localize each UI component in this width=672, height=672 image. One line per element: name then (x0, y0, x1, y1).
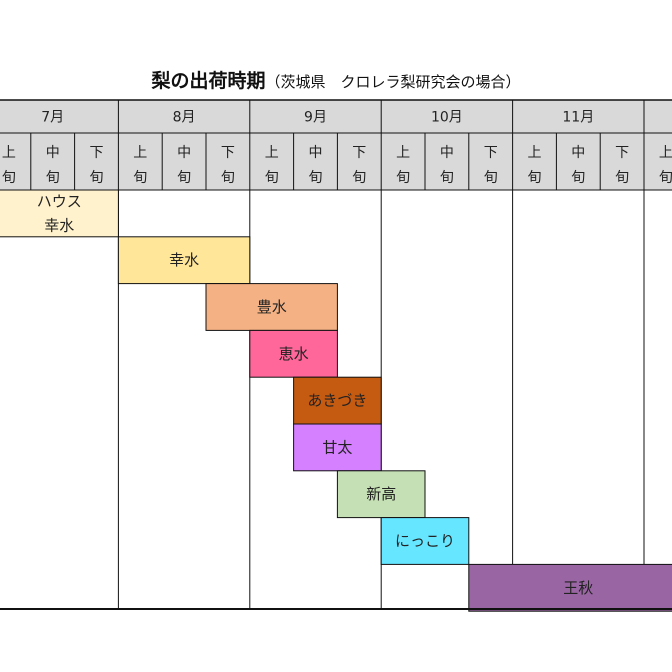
bar-label-line: 恵水 (279, 345, 309, 363)
period-label-bottom: 旬 (133, 170, 147, 186)
bar-4 (293, 376, 382, 425)
period-label-top: 中 (46, 145, 60, 161)
period-label-top: 中 (309, 145, 323, 161)
bar-label-line: あきづき (307, 392, 367, 410)
period-label-top: 中 (571, 145, 585, 161)
period-label-top: 上 (133, 145, 147, 161)
period-label-bottom: 旬 (484, 170, 498, 186)
period-label-top: 上 (659, 145, 672, 161)
period-label-top: 下 (352, 145, 366, 161)
period-label-bottom: 旬 (571, 170, 585, 186)
period-label-bottom: 旬 (309, 170, 323, 186)
period-label-top: 下 (484, 145, 498, 161)
bar-label: にっこり (395, 532, 455, 550)
bar-label: 新高 (366, 485, 396, 503)
period-label-bottom: 旬 (265, 170, 279, 186)
bar-label: あきづき (307, 392, 367, 410)
period-label-bottom: 旬 (528, 170, 542, 186)
period-label-top: 上 (265, 145, 279, 161)
bar-label: 甘太 (322, 438, 352, 456)
period-label-bottom: 旬 (615, 170, 629, 186)
period-label-bottom: 旬 (2, 170, 16, 186)
period-label-top: 上 (2, 145, 16, 161)
period-label-bottom: 旬 (659, 170, 672, 186)
bar-0 (0, 189, 119, 238)
bar-label-line: ハウス (37, 192, 82, 210)
month-label: 7月 (41, 110, 64, 126)
bar-6 (336, 470, 426, 519)
period-label-top: 下 (221, 145, 235, 161)
bar-label-line: 甘太 (322, 438, 352, 456)
period-label-top: 上 (396, 145, 410, 161)
month-label: 11月 (562, 110, 594, 126)
period-label-top: 上 (528, 145, 542, 161)
chart-subtitle: （茨城県 クロレラ梨研究会の場合） (265, 73, 521, 91)
period-label-bottom: 旬 (396, 170, 410, 186)
bar-label-line: 幸水 (44, 216, 74, 234)
bar-label-line: 新高 (366, 485, 396, 503)
bar-label: ハウス幸水 (37, 192, 82, 234)
period-label-bottom: 旬 (46, 170, 60, 186)
period-label-top: 下 (90, 145, 104, 161)
bar-2 (205, 283, 338, 331)
bar-label-line: にっこり (395, 532, 455, 550)
bar-label: 豊水 (257, 298, 287, 316)
bar-5 (293, 423, 382, 472)
bar-1 (117, 236, 251, 285)
period-label-bottom: 旬 (352, 170, 366, 186)
bar-3 (249, 329, 338, 378)
bar-label-line: 王秋 (563, 579, 593, 597)
bar-label: 恵水 (279, 345, 309, 363)
bar-label: 幸水 (169, 251, 199, 269)
period-label-bottom: 旬 (177, 170, 191, 186)
period-label-bottom: 旬 (440, 170, 454, 186)
period-label-top: 下 (615, 145, 629, 161)
chart-title-main: 梨の出荷時期 (151, 70, 266, 92)
bar-label-line: 幸水 (169, 251, 199, 269)
period-label-bottom: 旬 (90, 170, 104, 186)
month-label: 10月 (431, 110, 463, 126)
bar-label-line: 豊水 (257, 298, 287, 316)
period-label-top: 中 (177, 145, 191, 161)
month-label: 9月 (304, 110, 327, 126)
bar-8 (468, 563, 672, 612)
bar-label: 王秋 (563, 579, 593, 597)
chart-title: 梨の出荷時期（茨城県 クロレラ梨研究会の場合） (0, 66, 672, 93)
period-label-top: 中 (440, 145, 454, 161)
bar-7 (380, 517, 470, 565)
month-label: 8月 (173, 110, 196, 126)
header-background (0, 100, 672, 190)
period-label-bottom: 旬 (221, 170, 235, 186)
